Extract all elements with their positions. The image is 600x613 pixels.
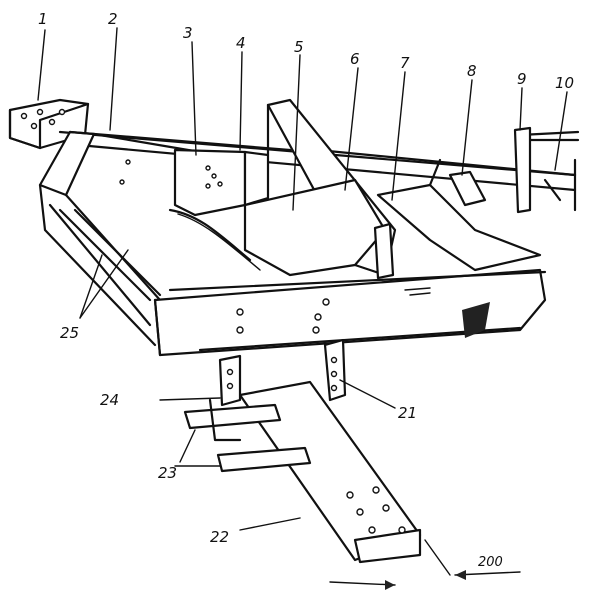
part-24-bracket <box>218 354 242 407</box>
dimension-200: 200 <box>329 539 521 590</box>
callout-labels: 1 2 3 4 5 6 7 8 9 10 21 22 23 24 25 <box>38 10 574 546</box>
callout-24: 24 <box>100 391 119 409</box>
part-3-4-bulkhead <box>119 148 270 217</box>
callout-3: 3 <box>183 24 193 42</box>
leader-lines <box>37 27 568 531</box>
part-21-bracket <box>323 338 347 402</box>
callout-7: 7 <box>400 54 410 72</box>
callout-23: 23 <box>158 464 177 482</box>
part-25-struts <box>58 208 162 302</box>
callout-9: 9 <box>517 70 527 88</box>
callout-2: 2 <box>108 10 118 28</box>
callout-25: 25 <box>60 324 79 342</box>
callout-5: 5 <box>294 38 304 56</box>
part-22-lower-beam <box>238 380 422 564</box>
part-5-6-plate <box>243 98 397 280</box>
dark-section <box>168 208 490 338</box>
callout-6: 6 <box>350 50 360 68</box>
callout-8: 8 <box>467 62 477 80</box>
callout-1: 1 <box>38 10 48 28</box>
part-7-cross-member <box>376 158 542 272</box>
callout-22: 22 <box>210 528 229 546</box>
callout-21: 21 <box>398 404 417 422</box>
dimension-label: 200 <box>478 555 503 570</box>
part-8-9-rear <box>448 126 562 214</box>
callout-4: 4 <box>236 34 246 52</box>
part-23-bars <box>183 398 312 473</box>
callout-10: 10 <box>555 74 574 92</box>
